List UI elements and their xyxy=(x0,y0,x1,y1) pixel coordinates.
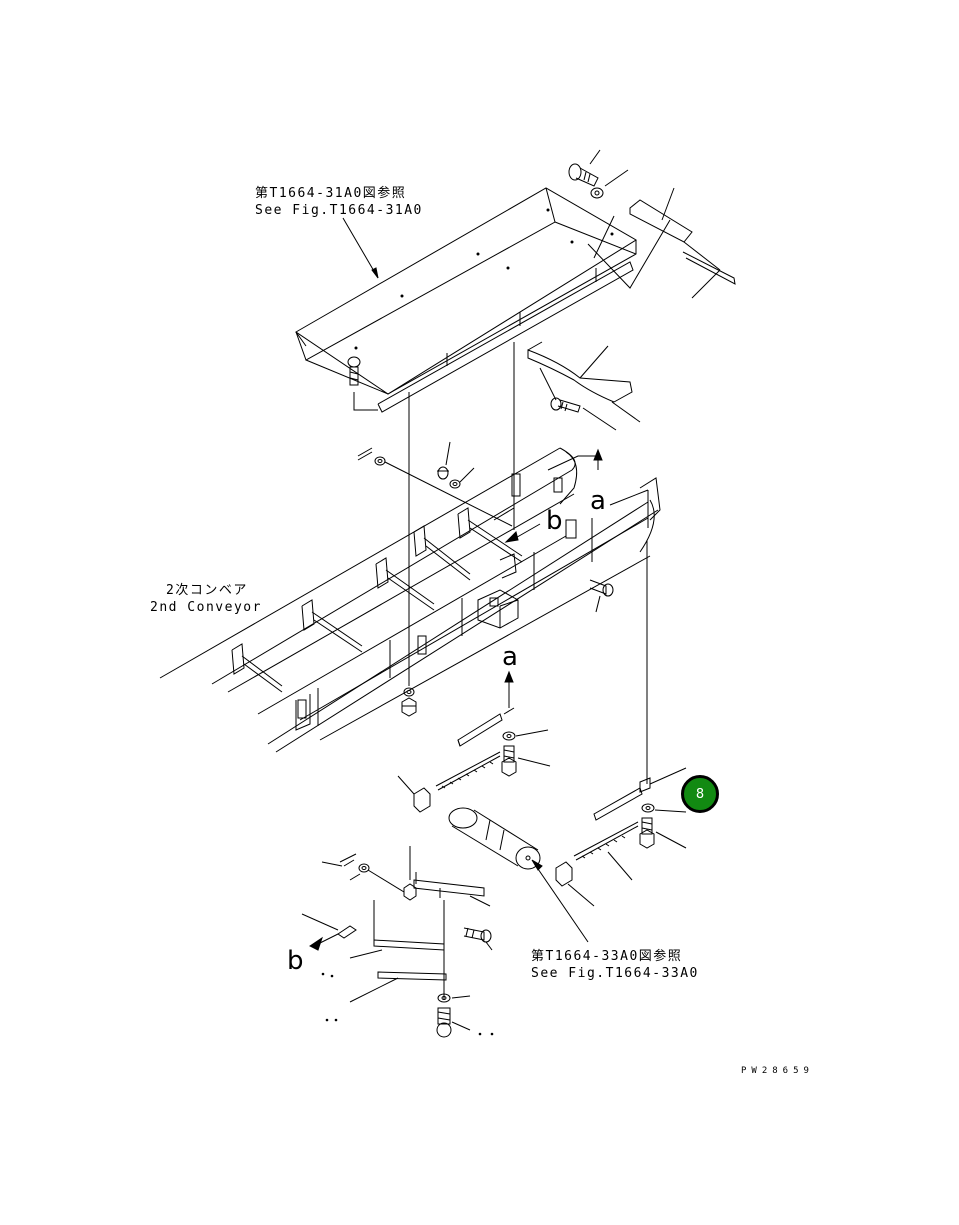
leader-arrow xyxy=(531,859,543,871)
roller xyxy=(448,807,541,870)
view-marker-a-upper: a xyxy=(590,486,606,516)
view-marker-b-lower: b xyxy=(287,946,304,976)
bottom-bolt-right xyxy=(463,927,493,951)
left-clip xyxy=(397,775,431,813)
top-plate xyxy=(629,187,721,271)
conveyor-label-en: 2nd Conveyor xyxy=(150,600,262,615)
leader-line xyxy=(535,865,589,943)
right-bracket xyxy=(593,767,687,821)
reference-top-en: See Fig.T1664-31A0 xyxy=(255,203,423,218)
left-bracket xyxy=(457,707,515,747)
frame-bolt xyxy=(589,579,614,613)
right-bolt xyxy=(639,817,687,849)
right-clip xyxy=(555,861,595,907)
frame-nut xyxy=(401,697,417,717)
frame-washer xyxy=(403,687,415,697)
leader-line xyxy=(547,455,598,471)
bottom-bolt xyxy=(436,1007,471,1038)
bottom-spacer xyxy=(301,913,357,951)
small-dots xyxy=(321,972,494,1036)
view-marker-b-upper: b xyxy=(546,506,563,536)
view-b-arrowhead-upper xyxy=(504,531,519,543)
leader-line xyxy=(587,219,671,289)
bottom-washer xyxy=(349,863,405,893)
right-tension-rod xyxy=(573,821,639,881)
reference-bottom-jp: 第T1664-33A0図参照 xyxy=(531,949,683,964)
top-left-bolt xyxy=(347,356,378,411)
mid-washer xyxy=(374,456,513,527)
left-tension-rod xyxy=(435,751,501,791)
bottom-pin xyxy=(321,853,357,867)
left-bolt xyxy=(501,745,551,777)
view-a-arrowhead-upper xyxy=(593,448,603,461)
leader-line xyxy=(593,215,615,259)
conveyor-label-jp: 2次コンベア xyxy=(166,583,248,598)
part-number-badge[interactable]: 8 xyxy=(681,775,719,813)
drawing-code: PW28659 xyxy=(741,1066,814,1076)
bottom-washer-2 xyxy=(437,993,471,1003)
curved-cover xyxy=(527,341,641,423)
view-a-arrowhead-lower xyxy=(504,670,514,683)
bottom-plate xyxy=(349,949,447,1003)
top-washer xyxy=(590,169,629,199)
reference-top-jp: 第T1664-31A0図参照 xyxy=(255,186,407,201)
reference-bottom-en: See Fig.T1664-33A0 xyxy=(531,966,699,981)
right-washer xyxy=(641,803,687,813)
left-washer xyxy=(502,729,549,741)
leader-line xyxy=(342,217,379,279)
top-bolt xyxy=(568,149,601,187)
top-pin xyxy=(682,251,736,299)
bottom-bracket xyxy=(373,846,491,1000)
leader-arrow xyxy=(371,267,379,279)
view-marker-a-lower: a xyxy=(502,642,518,672)
conveyor-frame xyxy=(159,447,661,753)
mid-washer-2 xyxy=(449,467,475,489)
mid-nut xyxy=(437,441,451,480)
cover-bolt xyxy=(539,367,617,431)
mid-pin xyxy=(357,447,373,461)
